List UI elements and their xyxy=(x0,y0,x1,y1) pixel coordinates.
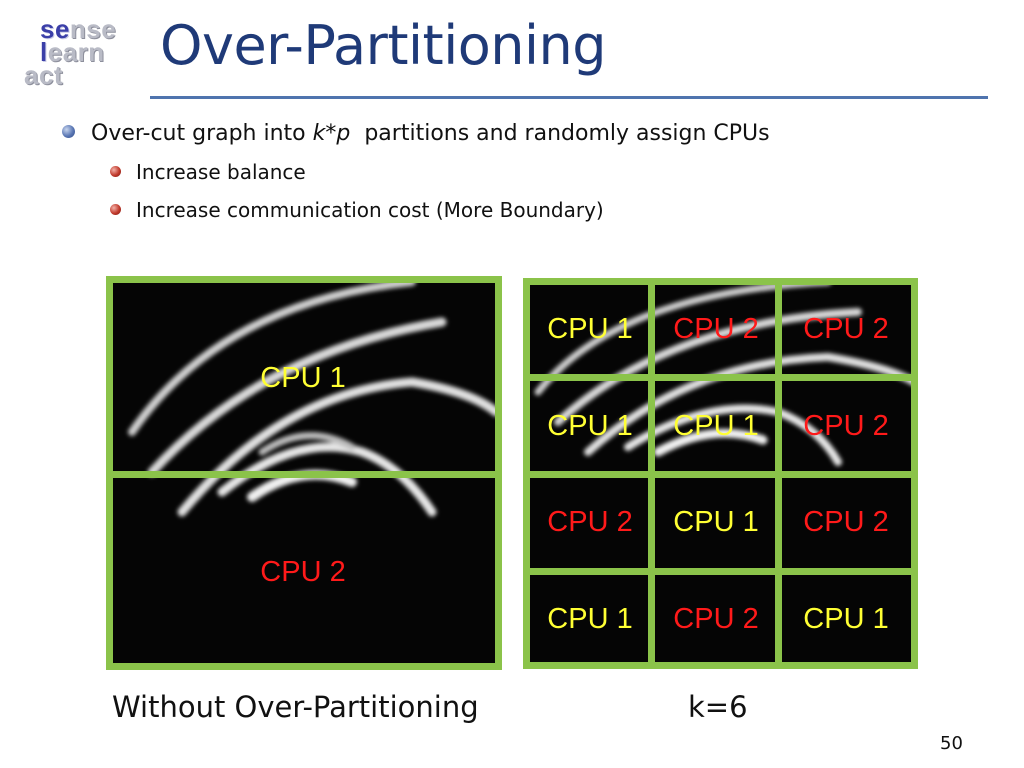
cpu-label-r4-c2: CPU 2 xyxy=(673,603,759,635)
bullet-sub-balance: Increase balance xyxy=(110,160,306,184)
sub-bullet-dot-icon xyxy=(110,204,121,215)
slide-title: Over-Partitioning xyxy=(160,14,606,77)
cpu-label-r1-c3: CPU 2 xyxy=(803,313,889,345)
cpu-label-r2-c1: CPU 1 xyxy=(547,410,633,442)
left-cpu-label-bottom: CPU 2 xyxy=(260,556,346,588)
logo-line-3: act xyxy=(24,60,64,90)
cpu-label-r1-c1: CPU 1 xyxy=(547,313,633,345)
cpu-label-r2-c3: CPU 2 xyxy=(803,410,889,442)
concentric-arcs-image xyxy=(128,282,496,517)
logo-line-1: sense xyxy=(40,14,117,44)
left-cpu-label-top: CPU 1 xyxy=(260,362,346,394)
caption-without-over-partitioning: Without Over-Partitioning xyxy=(112,690,479,724)
page-number: 50 xyxy=(940,733,963,754)
left-partition-bottom-frame xyxy=(106,471,502,670)
sense-learn-act-logo: sense learn act xyxy=(22,14,132,89)
cpu-label-r3-c3: CPU 2 xyxy=(803,506,889,538)
cpu-label-r1-c2: CPU 2 xyxy=(673,313,759,345)
cpu-label-r3-c2: CPU 1 xyxy=(673,506,759,538)
cpu-label-r3-c1: CPU 2 xyxy=(547,506,633,538)
caption-k6: k=6 xyxy=(688,690,748,724)
bullet-dot-icon xyxy=(62,125,75,138)
cpu-label-r2-c2: CPU 1 xyxy=(673,410,759,442)
bullet-main: Over-cut graph into k*p partitions and r… xyxy=(62,121,770,146)
kp-term: k*p xyxy=(312,121,351,146)
cpu-label-r4-c3: CPU 1 xyxy=(803,603,889,635)
title-underline xyxy=(150,96,988,99)
bullet-sub-communication: Increase communication cost (More Bounda… xyxy=(110,198,604,222)
partition-cell-4-3 xyxy=(775,568,918,669)
cpu-label-r4-c1: CPU 1 xyxy=(547,603,633,635)
logo-line-2: learn xyxy=(40,37,105,67)
sub-bullet-dot-icon xyxy=(110,166,121,177)
